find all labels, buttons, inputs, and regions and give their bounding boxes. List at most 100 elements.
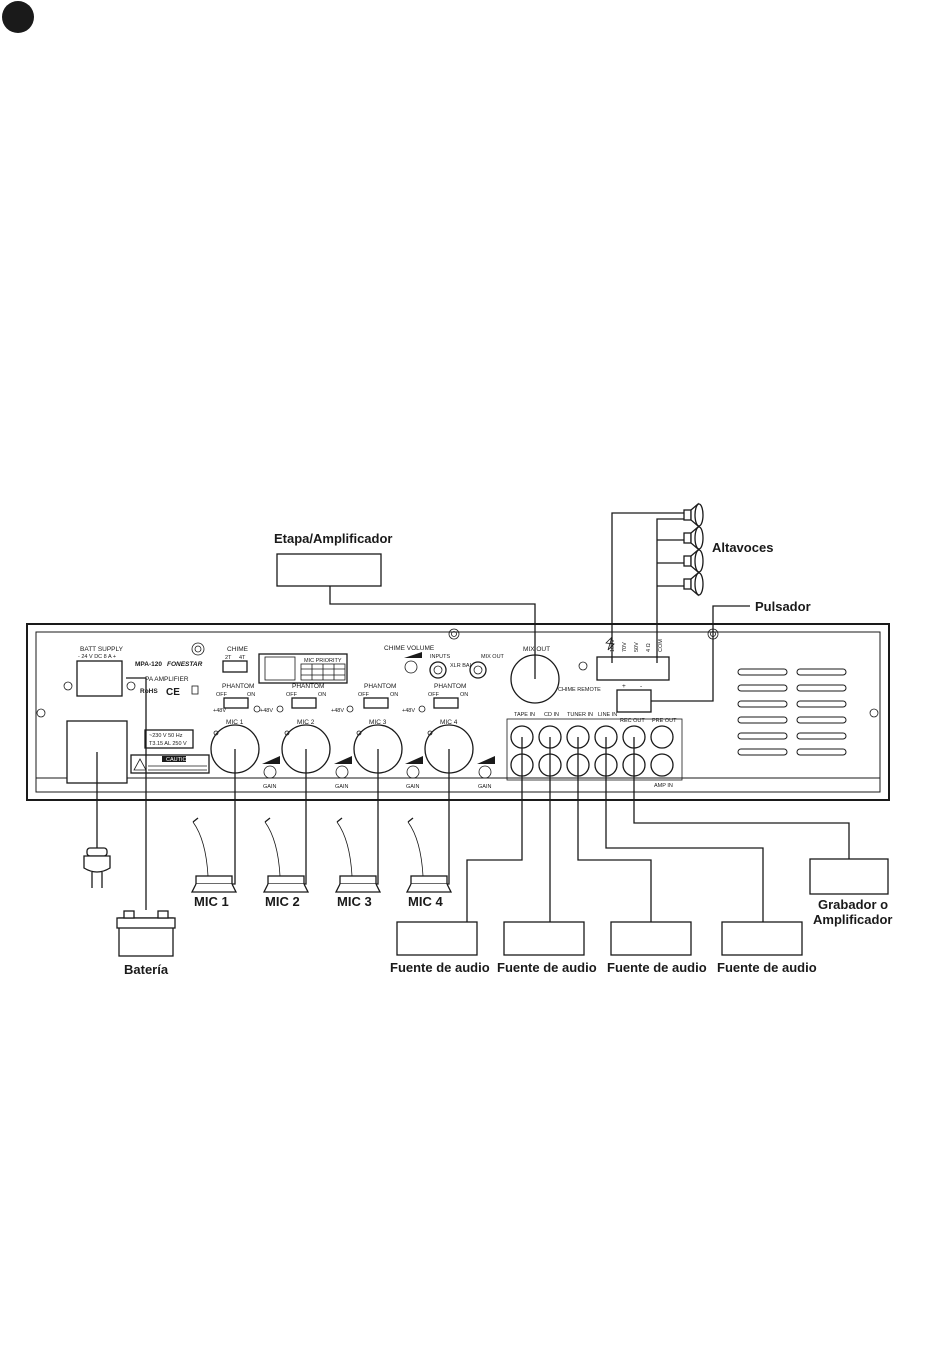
bateria-label: Batería [124, 962, 169, 977]
mains-rating-box [144, 729, 194, 749]
mic-priority-label: MIC PRIORITY [304, 658, 342, 664]
caution-label-box [130, 754, 210, 774]
etapa-box [276, 553, 382, 587]
xlr-label: XLR BAL [450, 663, 473, 669]
fuente-box-1 [396, 921, 478, 956]
chime-remote-terminal [616, 689, 652, 713]
svg-text:GAIN: GAIN [406, 784, 419, 790]
svg-text:OFF: OFF [358, 692, 370, 698]
svg-text:4 Ω: 4 Ω [646, 643, 652, 652]
grabador-label-1: Grabador o [818, 897, 888, 912]
etapa-label: Etapa/Amplificador [274, 531, 392, 546]
svg-text:100V: 100V [610, 639, 616, 652]
fuse-label: T3.15 AL 250 V [149, 741, 187, 747]
batt-rating-label: - 24 V DC 8 A + [78, 654, 116, 660]
svg-text:CD IN: CD IN [544, 712, 559, 718]
svg-text:TUNER IN: TUNER IN [567, 712, 593, 718]
page-marker-dot [2, 1, 34, 33]
microphone-3-icon [334, 817, 382, 893]
fuente-label-4: Fuente de audio [717, 960, 817, 975]
svg-text:+48V: +48V [402, 708, 415, 714]
chime-switch [222, 660, 248, 673]
fuente-box-2 [503, 921, 585, 956]
chime-volume-label: CHIME VOLUME [384, 645, 435, 652]
svg-text:OFF: OFF [286, 692, 298, 698]
svg-text:GAIN: GAIN [263, 784, 276, 790]
batt-supply-terminal [76, 660, 123, 697]
fuente-label-1: Fuente de audio [390, 960, 490, 975]
grabador-label-2: Amplificador [813, 912, 892, 927]
mix-out-xlr [469, 661, 487, 679]
svg-text:ON: ON [460, 692, 468, 698]
fuente-label-3: Fuente de audio [607, 960, 707, 975]
svg-text:ON: ON [390, 692, 398, 698]
phantom-switch-3: PHANTOM OFF ON +48V [331, 683, 398, 714]
altavoces-label: Altavoces [712, 540, 773, 555]
inputs-label: INPUTS [430, 654, 451, 660]
svg-text:OFF: OFF [216, 692, 228, 698]
svg-text:50V: 50V [634, 642, 640, 652]
svg-text:ON: ON [247, 692, 255, 698]
svg-text:GAIN: GAIN [335, 784, 348, 790]
svg-text:ON: ON [318, 692, 326, 698]
mains-label: ~230 V 50 Hz [149, 733, 183, 739]
phantom-switch-4: PHANTOM OFF ON +48V [402, 683, 468, 714]
phantom-switch-2: PHANTOM OFF ON +48V [260, 683, 326, 714]
product-label: PA AMPLIFIER [145, 676, 189, 683]
speaker-terminal-block [596, 656, 670, 681]
svg-text:PRE OUT: PRE OUT [652, 718, 677, 724]
mic-1-label: MIC 1 [194, 894, 229, 909]
gain-knob-3: GAIN [405, 756, 423, 790]
ce-mark: CE [166, 687, 180, 698]
microphone-2-icon [262, 817, 310, 893]
microphone-1-icon [190, 817, 238, 893]
mic-priority-block [258, 653, 348, 684]
chime-label: CHIME [227, 646, 249, 653]
svg-text:PHANTOM: PHANTOM [434, 683, 466, 690]
svg-text:OFF: OFF [428, 692, 440, 698]
chime-remote-label: CHIME REMOTE [558, 687, 601, 693]
battery-icon [116, 910, 176, 957]
remote-minus-label: - [640, 683, 642, 690]
mic-3-label: MIC 3 [337, 894, 372, 909]
gain-knob-1: GAIN [262, 756, 280, 790]
svg-text:MIC 1: MIC 1 [226, 719, 244, 726]
weee-icon [191, 685, 199, 695]
mic-4-label: MIC 4 [408, 894, 443, 909]
chime-opt-4t: 4T [239, 655, 246, 661]
svg-text:REC OUT: REC OUT [620, 718, 645, 724]
caution-label: CAUTION [166, 757, 191, 763]
svg-text:AMP IN: AMP IN [654, 783, 673, 789]
ventilation-slots [737, 668, 847, 756]
gain-knob-4: GAIN [477, 756, 495, 790]
mix-out-label: MIX OUT [523, 646, 550, 653]
gain-knob-2: GAIN [334, 756, 352, 790]
speaker-terminal-labels: 100V 70V 50V 4 Ω COM [610, 639, 664, 652]
model-label: MPA-120 [135, 661, 162, 668]
xlr-input [429, 661, 447, 679]
fuente-box-4 [721, 921, 803, 956]
svg-text:+48V: +48V [260, 708, 273, 714]
mix-out-small-label: MIX OUT [481, 654, 505, 660]
svg-text:+48V: +48V [213, 708, 226, 714]
rca-input-block: TAPE IN CD IN TUNER IN LINE IN REC OUT P… [506, 712, 683, 789]
brand-label: FONESTAR [167, 661, 203, 668]
svg-text:PHANTOM: PHANTOM [364, 683, 396, 690]
grabador-box [809, 858, 889, 895]
svg-text:+48V: +48V [331, 708, 344, 714]
batt-supply-label: BATT SUPPLY [80, 646, 124, 653]
microphone-4-icon [405, 817, 453, 893]
svg-text:70V: 70V [622, 642, 628, 652]
svg-text:LINE IN: LINE IN [598, 712, 617, 718]
chime-opt-2t: 2T [225, 655, 232, 661]
power-plug-icon [83, 752, 111, 888]
speaker-icons [683, 502, 704, 597]
fuente-label-2: Fuente de audio [497, 960, 597, 975]
svg-text:PHANTOM: PHANTOM [292, 683, 324, 690]
svg-text:MIC 3: MIC 3 [369, 719, 387, 726]
fuente-box-3 [610, 921, 692, 956]
svg-text:MIC 4: MIC 4 [440, 719, 458, 726]
svg-text:TAPE IN: TAPE IN [514, 712, 535, 718]
rohs-mark: RoHS [140, 688, 158, 695]
